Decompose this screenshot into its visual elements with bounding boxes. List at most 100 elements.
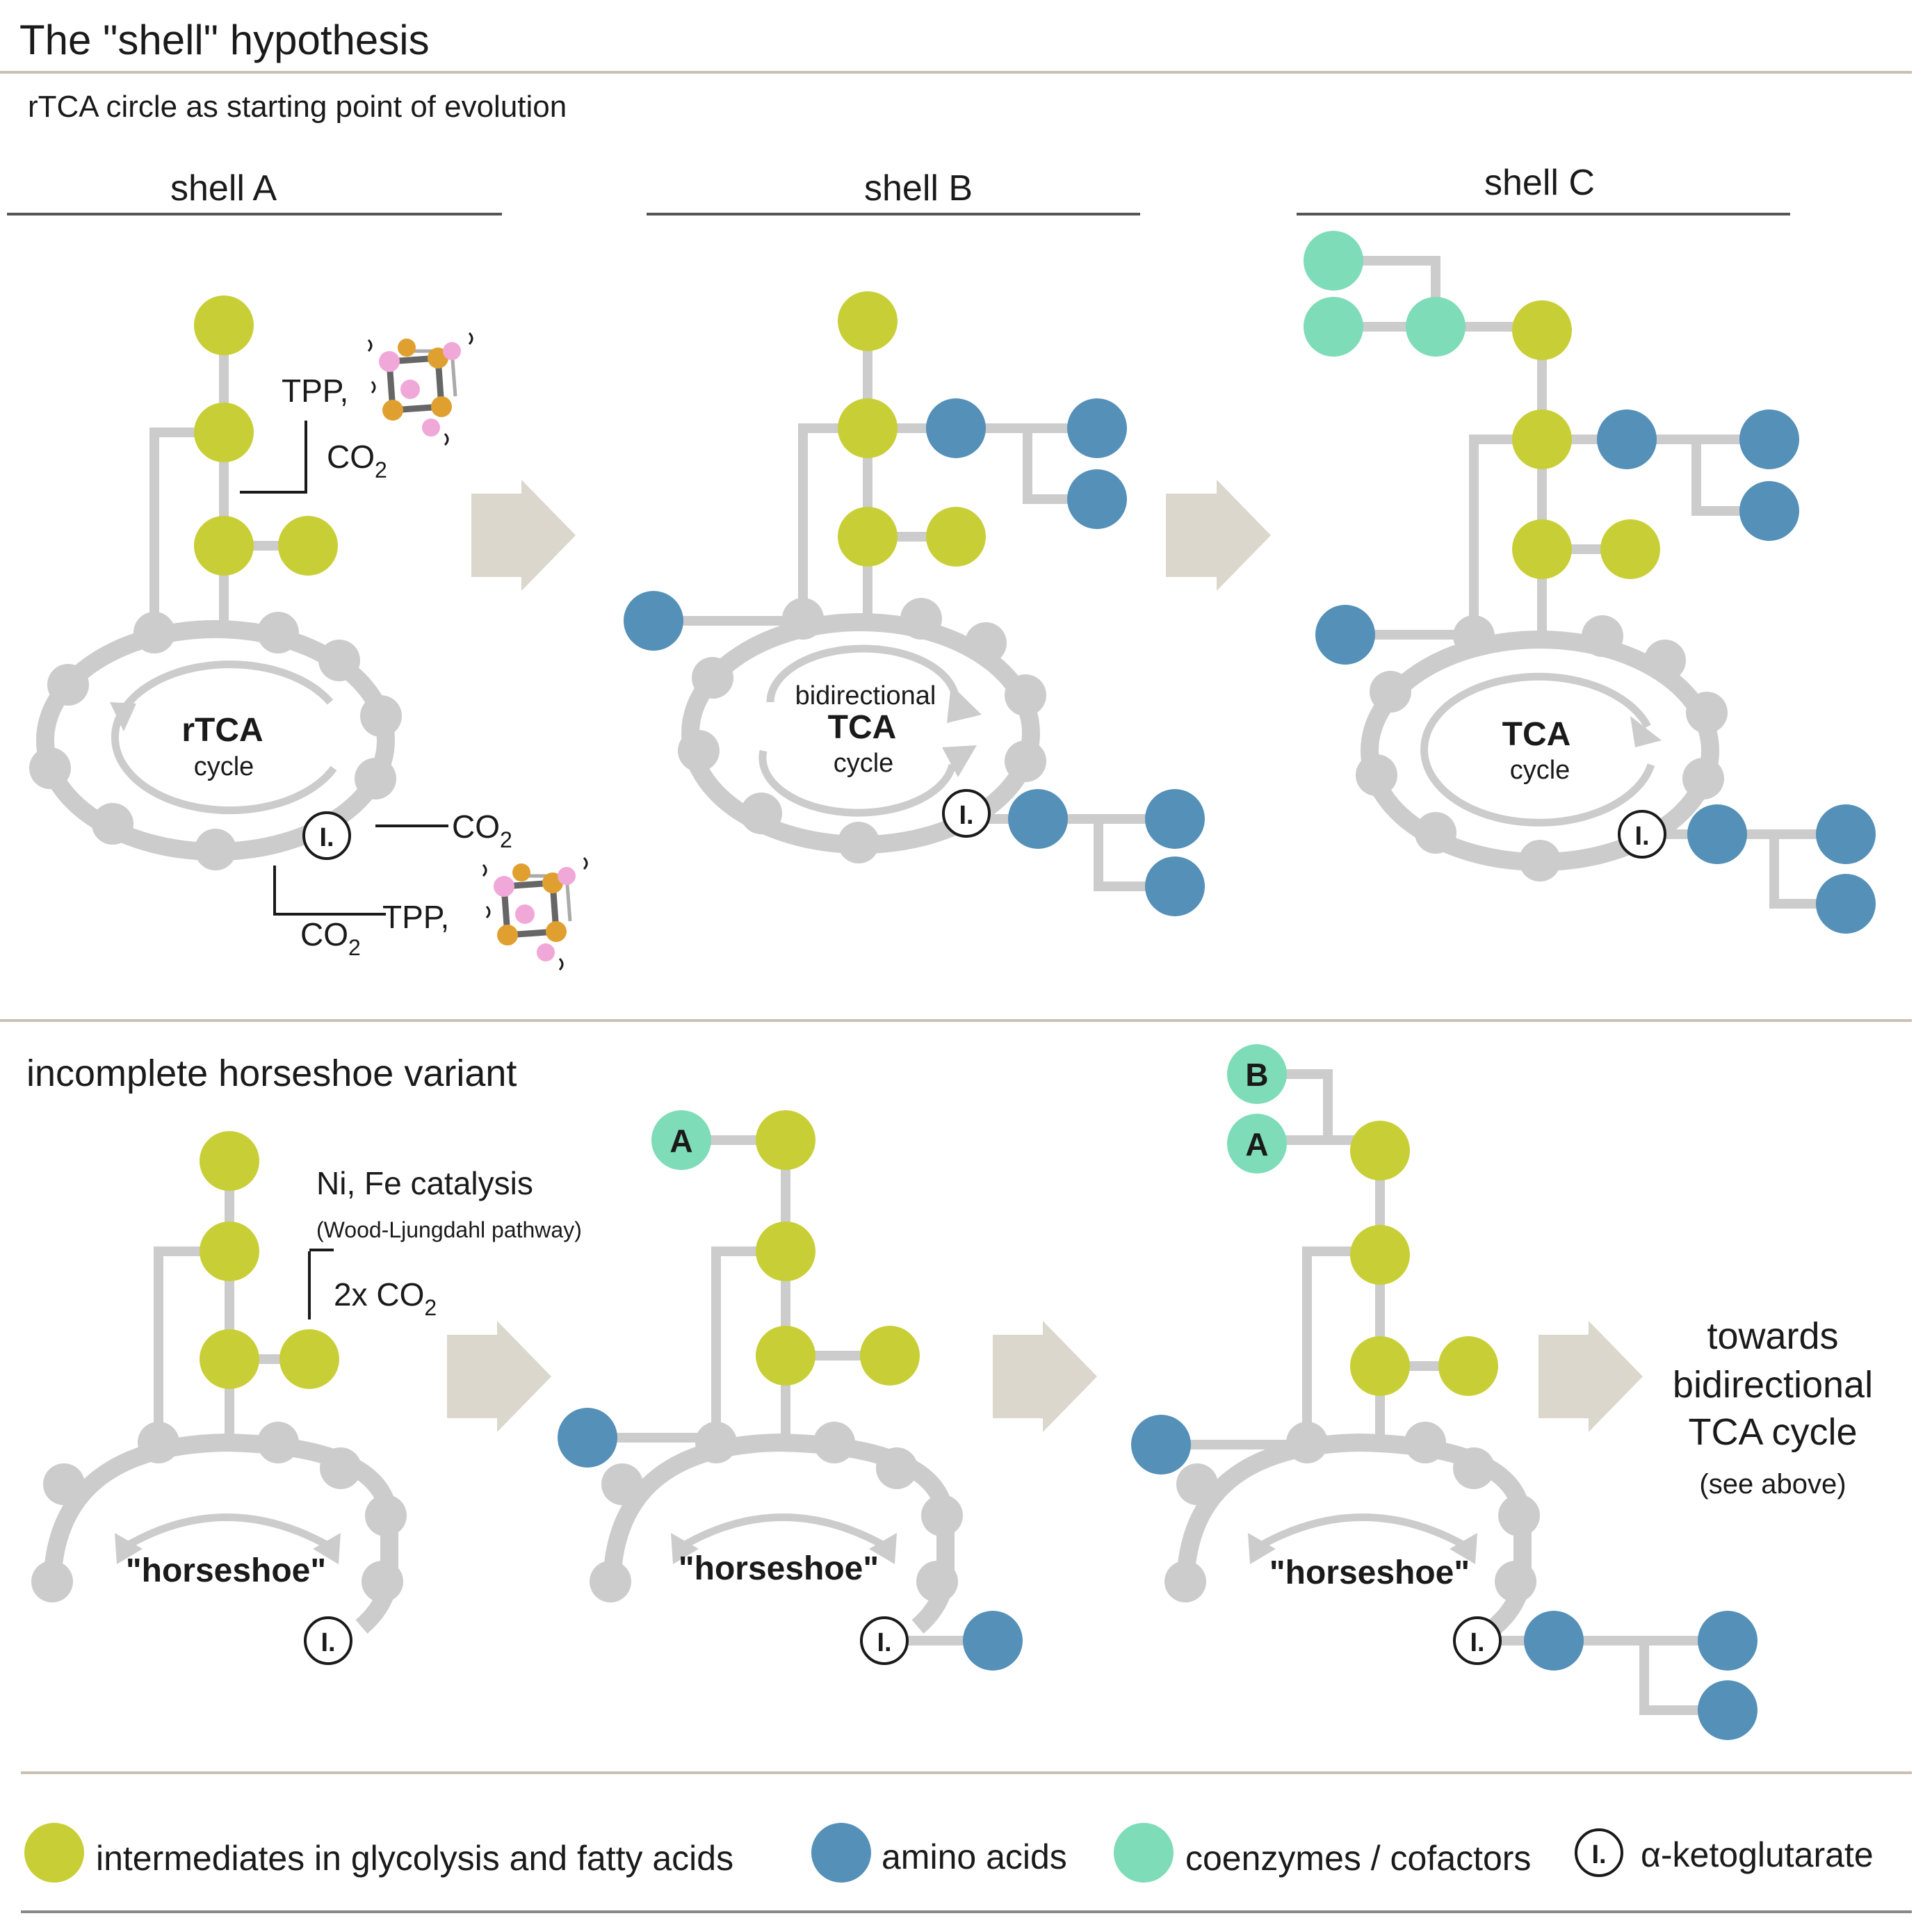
cycle-direction-arrow [766, 644, 960, 703]
akg-marker-label: I. [959, 801, 973, 830]
direction-arrow [679, 1513, 888, 1550]
glycolysis-node [1512, 519, 1572, 579]
horseshoe-label: "horseshoe" [1269, 1554, 1470, 1591]
akg-marker-label: I. [320, 1628, 335, 1657]
arrowhead [942, 745, 977, 777]
towards-line-3: TCA cycle [1688, 1411, 1857, 1453]
co2-label: CO2 [327, 439, 387, 482]
arrowhead [115, 1533, 143, 1564]
legend: intermediates in glycolysis and fatty ac… [24, 1823, 1874, 1883]
amino-acid-node [1816, 874, 1876, 934]
cycle-direction-arrow [1420, 672, 1655, 827]
cycle-nodes [678, 598, 1046, 863]
cofactor-label: A [1245, 1126, 1268, 1162]
arrowhead [110, 702, 136, 731]
glycolysis-node [278, 516, 338, 576]
glycolysis-node [1350, 1121, 1410, 1180]
glycolysis-node [756, 1110, 815, 1170]
glycolysis-node [194, 295, 254, 355]
co2-label: CO2 [300, 916, 361, 960]
cycle-nodes [590, 1422, 963, 1602]
glycolysis-node [194, 403, 254, 462]
subtitle-rtca: rTCA circle as starting point of evoluti… [28, 90, 567, 124]
cycle-nodes [1164, 1422, 1540, 1602]
arrowhead [947, 685, 982, 723]
transition-arrow [1166, 480, 1271, 591]
amino-acid-node [1698, 1611, 1758, 1671]
transition-arrow [993, 1321, 1097, 1432]
co2-label: CO2 [452, 809, 512, 852]
cycle-label: cycle [194, 752, 254, 781]
glycolysis-node [1600, 519, 1660, 579]
legend-akg-marker-label: I. [1591, 1840, 1606, 1869]
transition-arrow [471, 480, 576, 591]
amino-acid-node [963, 1611, 1023, 1671]
glycolysis-node [926, 507, 986, 567]
glycolysis-node [200, 1329, 259, 1389]
coenzyme-node [1304, 231, 1363, 291]
direction-arrow [123, 1513, 332, 1550]
pathway-lines [654, 321, 1175, 891]
legend-akg-swatch [1575, 1828, 1623, 1877]
shell-c-heading: shell C [1484, 163, 1595, 203]
amino-acid-node [926, 398, 986, 458]
tpp-label: TPP, [282, 373, 348, 409]
bidirectional-label: bidirectional [795, 681, 936, 710]
coenzyme-node [651, 1110, 711, 1170]
horseshoe-panel-3: B A "horseshoe" I. [1131, 1044, 1758, 1740]
glycolysis-node [838, 507, 898, 567]
horseshoe-panel-1: "horseshoe" I. Ni, Fe catalysis (Wood-Lj… [31, 1131, 582, 1665]
arrowhead [1248, 1533, 1276, 1564]
cofactor-label: B [1245, 1057, 1268, 1093]
tpp-label: TPP, [382, 899, 449, 935]
akg-marker [302, 811, 351, 860]
legend-glycolysis-label: intermediates in glycolysis and fatty ac… [96, 1839, 733, 1878]
amino-acid-node [1739, 481, 1799, 541]
legend-coenzyme-label: coenzymes / cofactors [1185, 1839, 1531, 1878]
glycolysis-node [1512, 409, 1572, 469]
cycle-direction-arrow [758, 749, 957, 817]
glycolysis-node [194, 516, 254, 576]
pathway-lines [1333, 256, 1846, 909]
akg-marker-label: I. [877, 1628, 891, 1657]
shell-c-panel: TCA cycle I. [1304, 231, 1876, 934]
iron-sulfur-cluster-icon [482, 856, 588, 971]
arrowhead [671, 1533, 699, 1564]
cycle-nodes [1356, 615, 1728, 882]
glycolysis-node [279, 1329, 339, 1389]
amino-acid-node [1315, 605, 1375, 665]
arrowhead [1630, 716, 1662, 747]
transition-arrow [1539, 1321, 1643, 1432]
towards-line-1: towards [1707, 1315, 1838, 1357]
amino-acid-node [1145, 789, 1205, 849]
arrowhead [1450, 1533, 1477, 1564]
glycolysis-node [756, 1326, 815, 1386]
coenzyme-node [1227, 1044, 1287, 1104]
glycolysis-node [860, 1326, 920, 1386]
subtitle-horseshoe: incomplete horseshoe variant [26, 1053, 517, 1094]
iron-sulfur-cluster-icon [367, 332, 473, 446]
glycolysis-node [838, 291, 898, 351]
akg-marker [1618, 810, 1666, 859]
glycolysis-node [200, 1221, 259, 1281]
cofactor-label: A [669, 1123, 692, 1159]
amino-acid-node [1597, 409, 1657, 469]
legend-amino-label: amino acids [882, 1837, 1067, 1876]
akg-marker-label: I. [1470, 1628, 1484, 1657]
horseshoe-label: "horseshoe" [126, 1552, 326, 1589]
pathway-lines [154, 1164, 309, 1436]
coenzyme-node [1227, 1114, 1287, 1173]
glycolysis-node [756, 1221, 815, 1281]
tca-label: TCA [1502, 716, 1571, 753]
shell-a-heading: shell A [170, 168, 277, 209]
pathway-lines [587, 1135, 987, 1646]
akg-marker [1453, 1616, 1502, 1665]
pathway-lines [1161, 1069, 1728, 1715]
amino-acid-node [1816, 804, 1876, 864]
tca-label: TCA [828, 709, 897, 746]
amino-acid-node [1524, 1611, 1584, 1671]
glycolysis-node [1350, 1225, 1410, 1285]
horseshoe-panel-2: A "horseshoe" I. [558, 1110, 1023, 1671]
legend-akg-label: α-ketoglutarate [1641, 1835, 1874, 1874]
